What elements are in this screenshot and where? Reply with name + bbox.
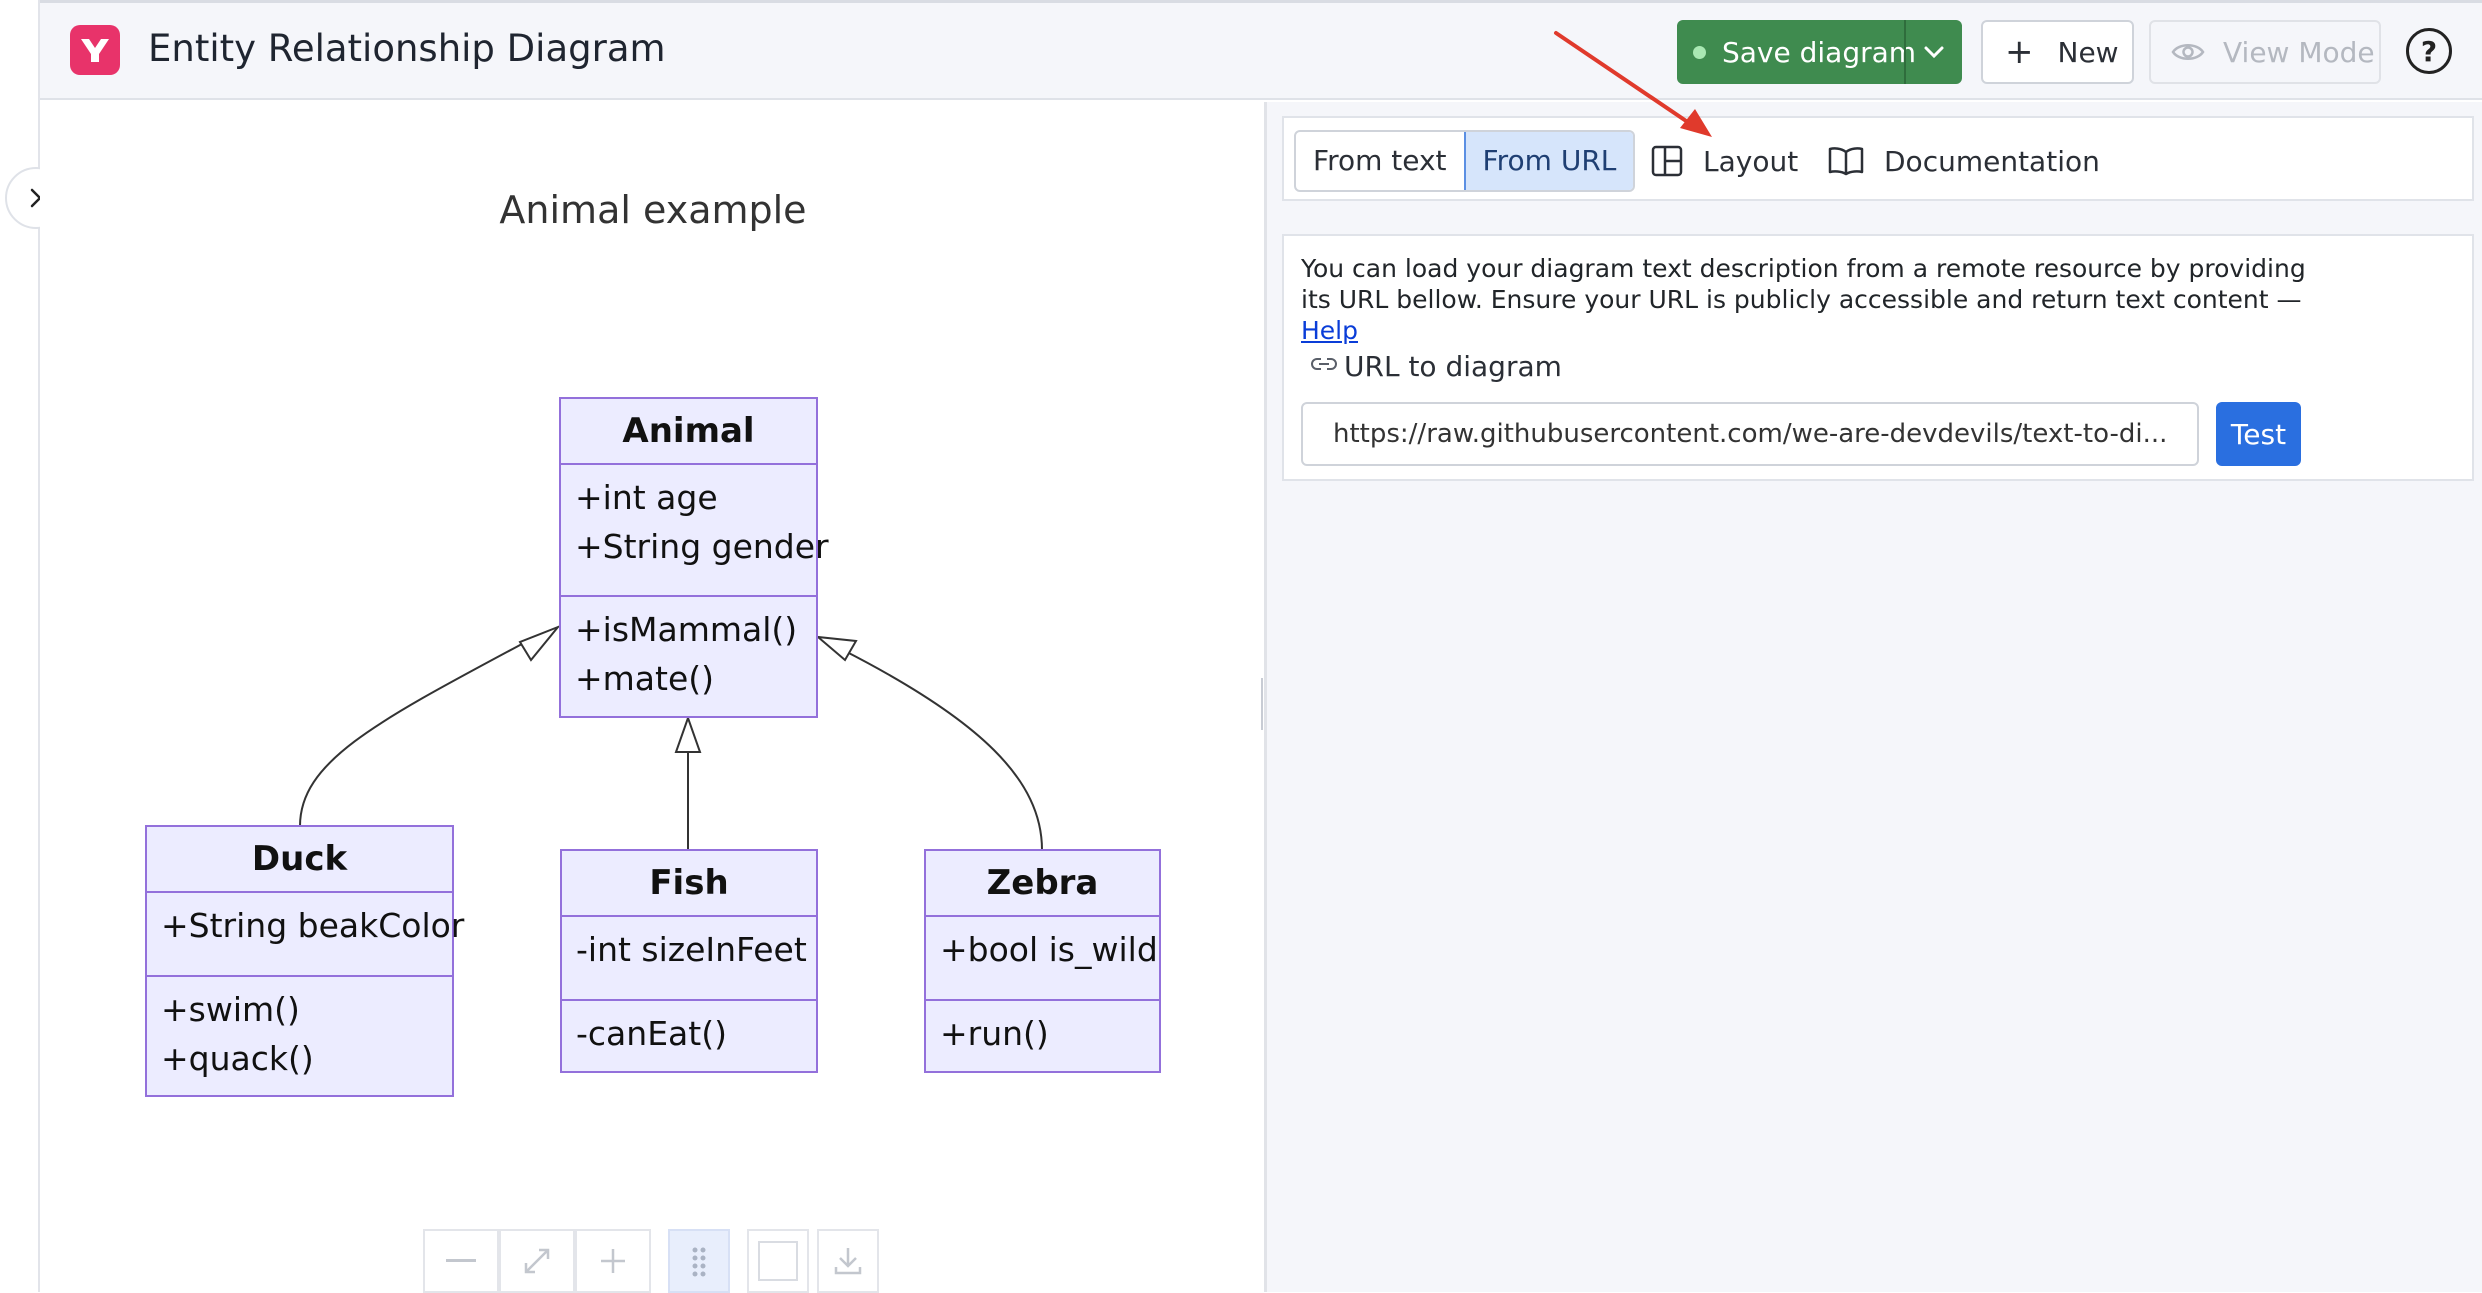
url-description: You can load your diagram text descripti… xyxy=(1301,253,2321,346)
app-logo-icon xyxy=(70,25,120,75)
attribute: +bool is_wild xyxy=(940,930,1158,969)
uml-class-fish: Fish -int sizeInFeet -canEat() xyxy=(560,849,818,1073)
attribute: +String gender xyxy=(575,527,829,566)
tab-documentation[interactable]: Documentation xyxy=(1828,136,2100,186)
method: +swim() xyxy=(161,990,300,1029)
url-loader-card: You can load your diagram text descripti… xyxy=(1282,234,2474,481)
layout-icon xyxy=(1651,145,1683,177)
view-mode-label: View Mode xyxy=(2223,35,2375,69)
class-attributes: -int sizeInFeet xyxy=(562,917,816,1001)
save-diagram-button[interactable]: Save diagram xyxy=(1677,20,1962,84)
class-attributes: +String beakColor xyxy=(147,893,465,977)
source-mode-toggle: From text From URL xyxy=(1294,130,1636,192)
class-attributes: +bool is_wild xyxy=(926,917,1159,1001)
view-mode-button[interactable]: View Mode xyxy=(2149,20,2381,84)
zoom-out-button[interactable] xyxy=(423,1229,499,1293)
book-icon xyxy=(1828,147,1864,176)
zoom-out-icon xyxy=(446,1259,476,1262)
select-mode-button[interactable] xyxy=(747,1229,809,1293)
class-name: Animal xyxy=(561,399,816,465)
source-tabs-bar: From text From URL Layout Documentation xyxy=(1282,116,2474,201)
method: +isMammal() xyxy=(575,610,798,649)
square-icon xyxy=(758,1241,798,1281)
new-label: New xyxy=(2057,35,2119,69)
class-name: Zebra xyxy=(926,851,1159,917)
duck-to-animal-edge xyxy=(299,636,536,827)
method: +run() xyxy=(940,1014,1049,1053)
status-dot-icon xyxy=(1693,45,1706,59)
panel-divider[interactable] xyxy=(1264,102,1267,1292)
save-diagram-label: Save diagram xyxy=(1722,35,1917,69)
annotation-arrow-icon xyxy=(1554,31,1712,137)
method: +mate() xyxy=(575,659,715,698)
link-icon xyxy=(1311,358,1337,370)
drag-handle-icon xyxy=(692,1247,706,1277)
class-name: Fish xyxy=(562,851,816,917)
download-icon xyxy=(834,1248,862,1275)
drag-mode-button[interactable] xyxy=(668,1229,730,1293)
app-title: Entity Relationship Diagram xyxy=(148,27,666,70)
method: +quack() xyxy=(161,1039,314,1078)
new-diagram-button[interactable]: + New xyxy=(1981,20,2134,84)
zebra-to-animal-edge xyxy=(842,649,1043,851)
attribute: +String beakColor xyxy=(161,906,465,945)
class-name: Duck xyxy=(147,827,452,893)
method: -canEat() xyxy=(576,1014,727,1053)
test-url-button[interactable]: Test xyxy=(2216,402,2301,466)
uml-class-zebra: Zebra +bool is_wild +run() xyxy=(924,849,1161,1073)
plus-icon: + xyxy=(2005,32,2034,72)
attribute: +int age xyxy=(575,478,718,517)
uml-class-duck: Duck +String beakColor +swim() +quack() xyxy=(145,825,465,1097)
eye-icon xyxy=(2171,44,2205,60)
class-methods: +swim() +quack() xyxy=(147,977,452,1091)
tab-from-text[interactable]: From text xyxy=(1313,144,1447,177)
help-link[interactable]: Help xyxy=(1301,316,1358,345)
class-methods: +run() xyxy=(926,1001,1159,1066)
class-methods: -canEat() xyxy=(562,1001,816,1066)
inheritance-arrows xyxy=(299,624,1043,851)
class-methods: +isMammal() +mate() xyxy=(561,597,816,711)
fish-arrowhead xyxy=(674,714,702,753)
class-attributes: +int age +String gender xyxy=(561,465,829,597)
tab-documentation-label: Documentation xyxy=(1884,144,2100,178)
fit-screen-button[interactable] xyxy=(499,1229,575,1293)
app-header: Entity Relationship Diagram Save diagram… xyxy=(40,0,2482,100)
tab-from-url[interactable]: From URL xyxy=(1463,132,1634,190)
help-icon[interactable]: ? xyxy=(2406,28,2452,74)
attribute: -int sizeInFeet xyxy=(576,930,807,969)
expand-icon xyxy=(524,1248,550,1274)
url-field-label: URL to diagram xyxy=(1344,350,1562,383)
download-button[interactable] xyxy=(817,1229,879,1293)
description-text: You can load your diagram text descripti… xyxy=(1301,254,2306,314)
zoom-in-button[interactable] xyxy=(575,1229,651,1293)
tab-layout[interactable]: Layout xyxy=(1651,136,1798,186)
duck-arrowhead xyxy=(518,624,562,662)
chevron-down-icon xyxy=(1924,46,1944,59)
zebra-arrowhead xyxy=(814,635,858,662)
url-input[interactable]: https://raw.githubusercontent.com/we-are… xyxy=(1301,402,2199,466)
tab-layout-label: Layout xyxy=(1703,144,1799,178)
diagram-title: Animal example xyxy=(499,188,807,232)
uml-class-animal: Animal +int age +String gender +isMammal… xyxy=(559,397,829,718)
save-options-dropdown[interactable] xyxy=(1904,20,1962,84)
zoom-in-icon xyxy=(601,1249,625,1273)
